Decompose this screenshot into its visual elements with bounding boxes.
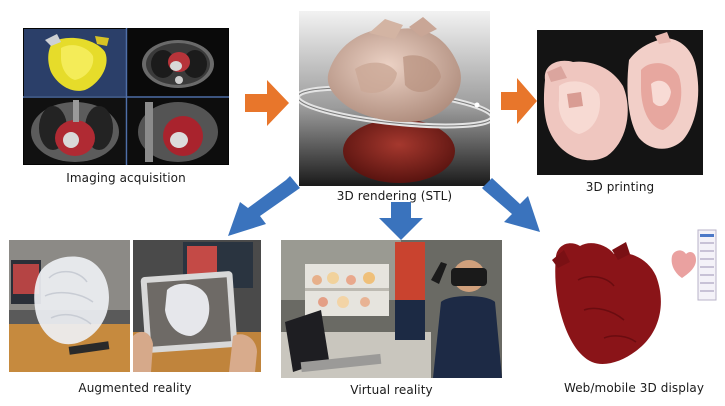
mobile-ui-toolbar <box>697 229 717 301</box>
ar-tablet-photo <box>133 240 261 372</box>
web-mobile-caption: Web/mobile 3D display <box>563 381 705 395</box>
arrow-imaging-to-rendering <box>245 80 289 126</box>
arrow-rendering-to-ar <box>228 176 300 236</box>
web-mobile-panel <box>548 220 720 372</box>
arrow-rendering-to-vr <box>379 202 423 240</box>
arrow-rendering-to-web <box>482 178 540 232</box>
stl-heart-rendering <box>299 11 490 186</box>
printing-caption: 3D printing <box>585 180 655 194</box>
web-3d-heart-display <box>552 229 717 364</box>
imaging-acquisition-caption: Imaging acquisition <box>66 171 186 185</box>
vr-laptop <box>285 310 329 372</box>
vr-headset <box>451 268 487 286</box>
rendering-panel <box>299 11 490 186</box>
virtual-reality-panel <box>281 240 502 378</box>
augmented-reality-caption: Augmented reality <box>78 381 192 395</box>
web-heart-model <box>555 243 661 364</box>
augmented-reality-panel-right <box>133 240 261 372</box>
augmented-reality-panel-left <box>9 240 130 372</box>
printed-heart-photo <box>537 30 703 175</box>
vr-headset-photo <box>281 240 502 378</box>
arrow-rendering-to-printing <box>501 78 537 124</box>
imaging-acquisition-panel <box>23 28 229 165</box>
ct-viewer-image <box>23 28 229 165</box>
ar-hologram-heart <box>34 256 109 345</box>
rendering-caption: 3D rendering (STL) <box>336 189 453 203</box>
mobile-heart-thumbnail <box>671 250 696 278</box>
ar-hologram-photo <box>9 240 130 372</box>
printing-panel <box>537 30 703 175</box>
virtual-reality-caption: Virtual reality <box>350 383 433 397</box>
